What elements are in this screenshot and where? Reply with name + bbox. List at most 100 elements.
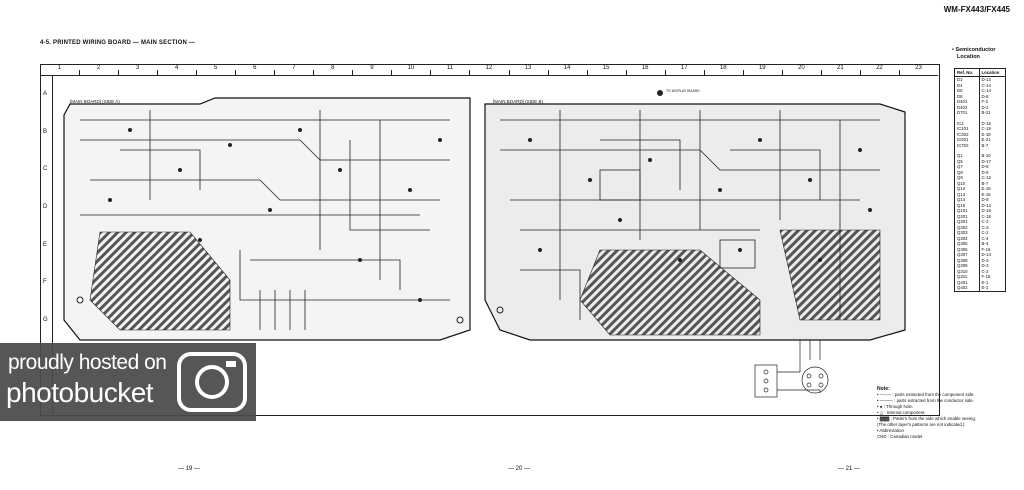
table-row: Q302 C-3	[955, 224, 1006, 230]
ref-no-cell: Q15	[957, 202, 966, 208]
page-number-20: — 20 —	[508, 466, 531, 472]
row-label: A	[43, 90, 48, 97]
location-cell: F-2	[978, 99, 1006, 105]
ref-no-cell: Q305	[957, 241, 968, 246]
location-cell: F-18	[978, 274, 1006, 280]
photobucket-watermark: proudly hosted on photobucket	[0, 343, 256, 421]
table-row: D4 C-14	[955, 82, 1006, 88]
table-row: D701 B-21	[955, 110, 1006, 116]
column-label: 12	[485, 65, 493, 71]
column-label: 8	[331, 65, 335, 71]
page-number-21: — 21 —	[838, 466, 861, 472]
table-row: Q201 C-18	[955, 213, 1006, 219]
ref-no-cell: D6	[957, 93, 963, 99]
row-label: D	[43, 203, 48, 210]
ref-no-cell: Q10	[957, 180, 966, 186]
ref-no-cell: Q13	[957, 191, 966, 197]
column-label: 9	[370, 65, 374, 71]
column-label: 20	[798, 65, 805, 71]
page-number-19: — 19 —	[178, 466, 201, 472]
location-cell: D-18	[978, 208, 1006, 214]
location-cell: C-14	[978, 82, 1006, 88]
ref-no-cell: Q308	[957, 257, 968, 263]
location-cell: D-8	[978, 93, 1006, 99]
location-cell: C-2	[978, 268, 1006, 274]
ref-no-cell: Q311	[957, 274, 968, 279]
note-line: (The other layer's patterns are not indi…	[877, 422, 965, 427]
ref-no-cell: D701	[957, 110, 968, 115]
location-cell: C-2	[978, 219, 1006, 225]
location-cell: B-7	[978, 180, 1006, 186]
note-line: • ▓▓▓ : Pattern from the side which enab…	[877, 416, 977, 421]
location-cell: E-18	[978, 131, 1006, 137]
ref-no-cell: Q7	[957, 164, 963, 169]
board-side-b	[484, 90, 906, 341]
location-cell: C-18	[978, 213, 1006, 219]
column-label: 23	[915, 65, 922, 71]
location-cell: C-3	[978, 224, 1006, 230]
column-label: 19	[758, 65, 766, 71]
ref-no-cell: Q8	[957, 169, 963, 175]
table-row: Q402 E-1	[955, 285, 1006, 291]
ref-no-cell: Q201	[957, 213, 968, 219]
location-cell: E-1	[978, 285, 1006, 291]
location-cell: C-19	[978, 126, 1006, 132]
column-label: 4	[174, 65, 179, 71]
note-line: CND : Canadian model.	[877, 434, 924, 439]
column-label: 5	[214, 65, 218, 71]
ref-no-cell: IC601	[957, 137, 969, 142]
location-cell: F-16	[978, 246, 1006, 252]
location-cell: B-21	[978, 110, 1006, 116]
ref-no-cell: Q303	[957, 230, 968, 235]
row-label: F	[43, 279, 47, 286]
location-cell: C-4	[978, 235, 1006, 241]
column-label: 3	[135, 65, 140, 71]
location-cell: C-14	[978, 88, 1006, 94]
table-row: Q15 D-14	[955, 202, 1006, 208]
ref-no-cell: Q12	[957, 186, 966, 191]
camera-icon	[177, 352, 247, 412]
note-line: • Abbreviation	[877, 428, 904, 433]
row-label: C	[43, 166, 48, 173]
location-cell: D-3	[978, 257, 1006, 263]
board-label-side-b: [MAIN BOARD] (SIDE B)	[493, 99, 544, 104]
ref-no-cell: Q309	[957, 263, 968, 268]
note-title: Note:	[877, 386, 890, 392]
location-cell: D-14	[978, 202, 1006, 208]
column-label: 15	[602, 65, 610, 71]
location-header: Location	[978, 68, 1006, 77]
ref-no-cell: IC302	[957, 131, 969, 137]
ref-no-cell: Q401	[957, 279, 968, 285]
ref-no-cell: Q5	[957, 158, 963, 164]
ref-no-cell: Q302	[957, 224, 968, 230]
ref-no-cell: Q402	[957, 285, 968, 290]
location-cell: D-17	[978, 158, 1006, 164]
column-label: 11	[446, 65, 454, 71]
column-label: 16	[641, 65, 649, 71]
note-line: • —○— : parts extracted from the compone…	[877, 392, 975, 397]
location-cell: C-12	[978, 175, 1006, 181]
location-cell: D-13	[978, 76, 1006, 83]
column-label: 13	[524, 65, 532, 71]
ref-no-cell: D4	[957, 82, 963, 88]
schematic-frame	[40, 64, 940, 416]
ref-no-cell: IC2	[957, 120, 964, 126]
ref-no-cell: Q304	[957, 235, 968, 241]
display-connector-label: TO DISPLAY BOARD	[666, 89, 700, 93]
model-number: WM-FX443/FX445	[943, 5, 1010, 14]
